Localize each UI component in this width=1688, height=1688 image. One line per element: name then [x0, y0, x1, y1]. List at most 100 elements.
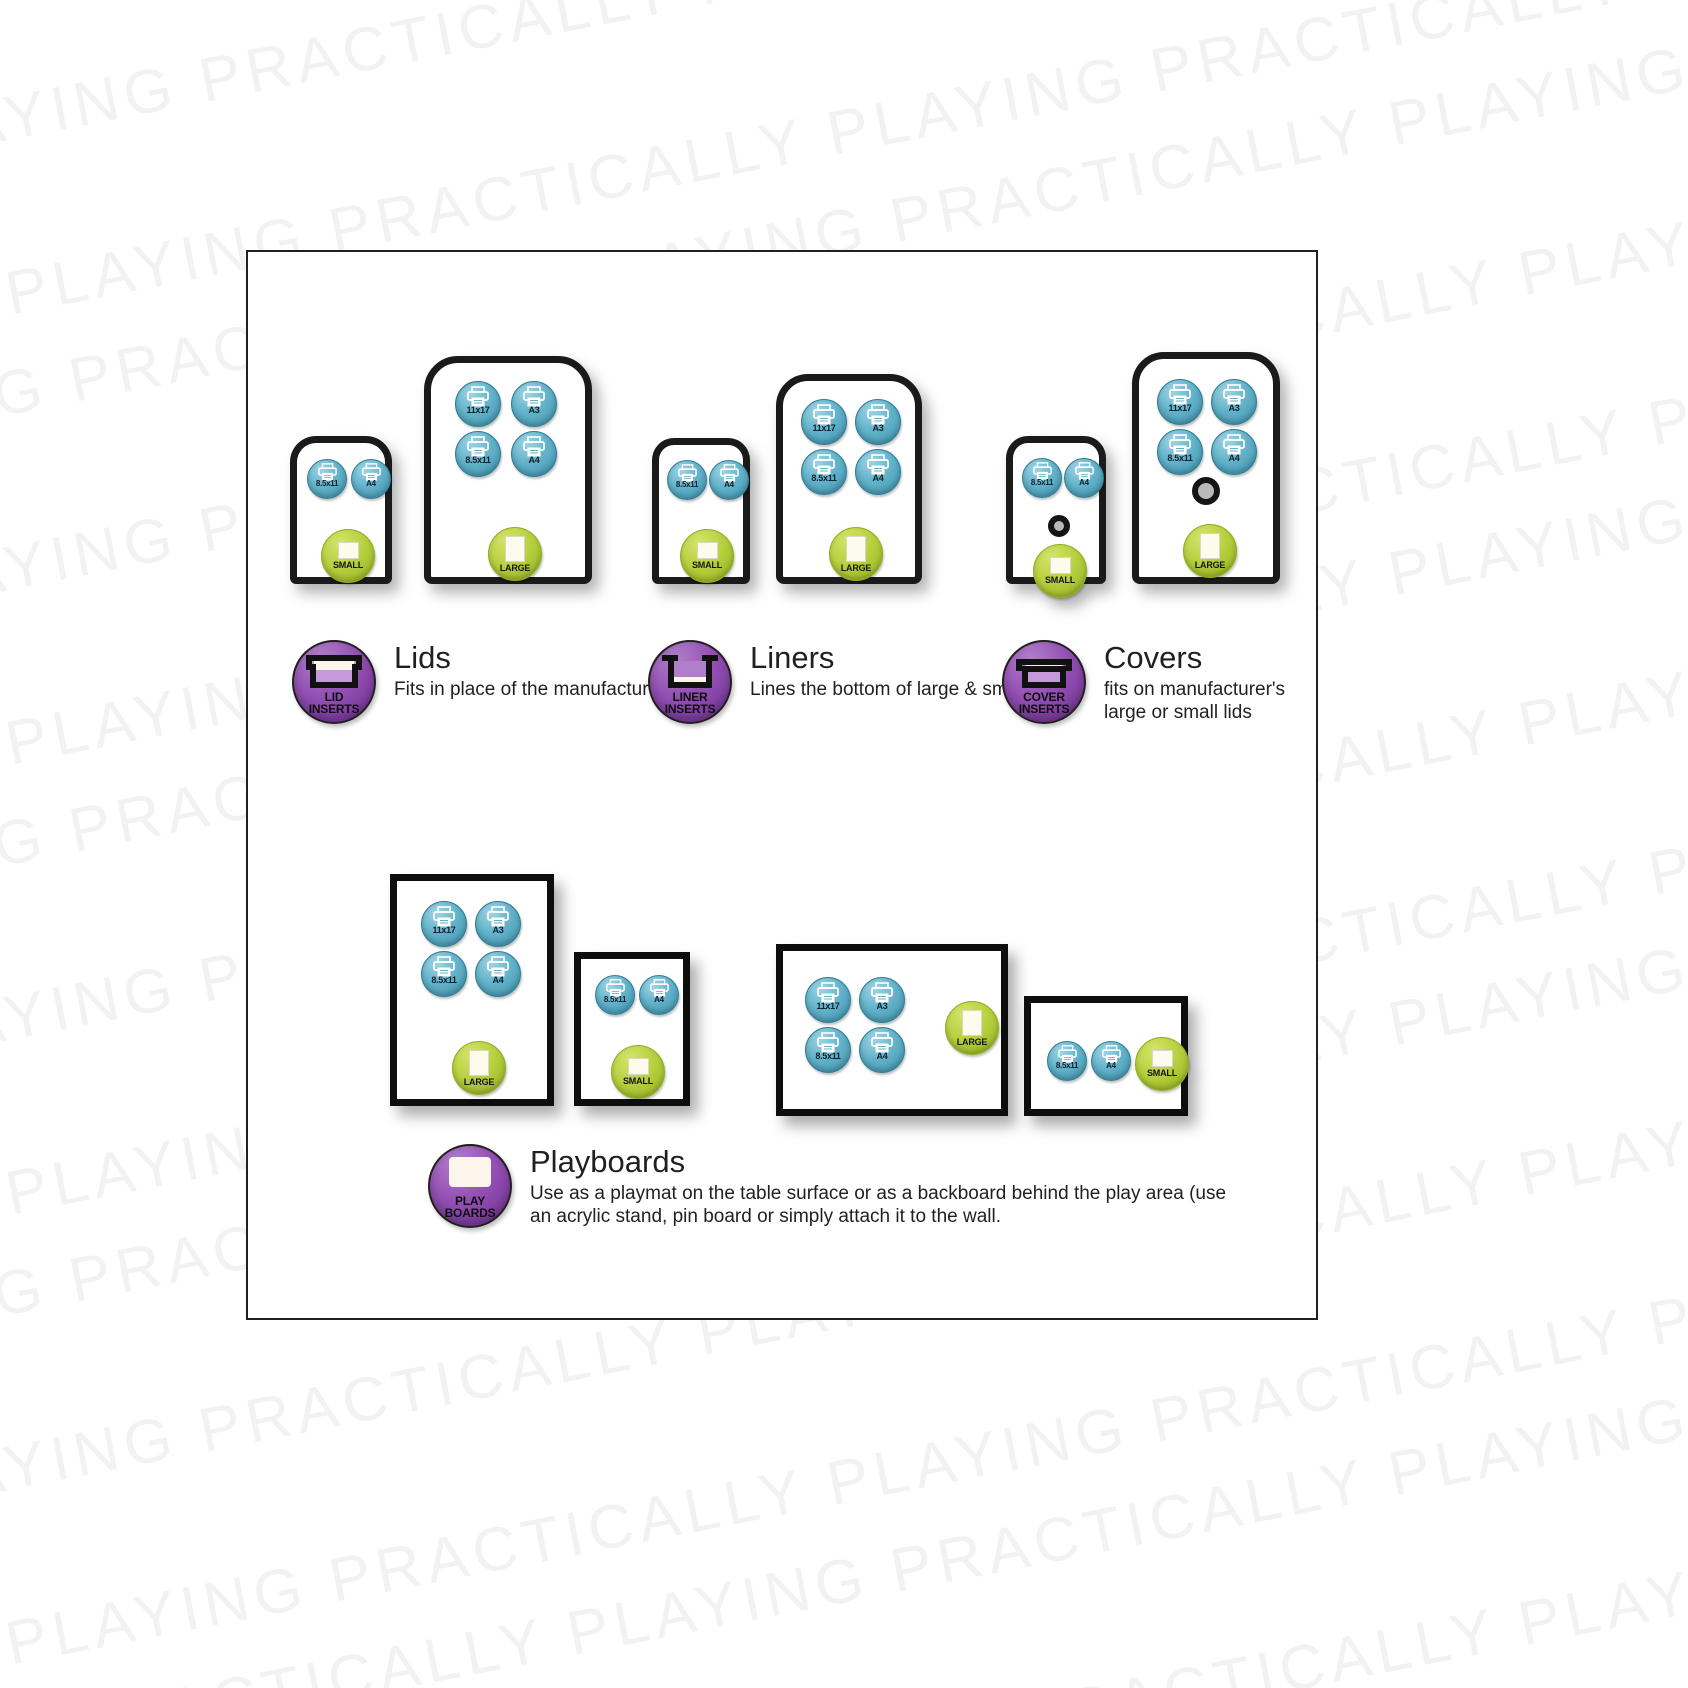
- chip-a4: A4: [1091, 1041, 1131, 1081]
- legend-text: Playboards Use as a playmat on the table…: [530, 1144, 1230, 1229]
- watermark-text: PLAYING PRACTICALLY PLAYING PRACTICALLY …: [0, 0, 1688, 180]
- chip-label: A4: [872, 473, 884, 483]
- printer-icon: [871, 1032, 893, 1053]
- printer-icon: [1223, 384, 1245, 405]
- printer-icon: [649, 979, 669, 997]
- size-label: SMALL: [333, 560, 363, 570]
- lid-insert-icon: [306, 655, 362, 698]
- paper-icon: [505, 535, 525, 562]
- chip-a4: A4: [709, 460, 749, 500]
- lid-inserts-badge: LID INSERTS: [292, 640, 376, 724]
- cover-inserts-badge: COVER INSERTS: [1002, 640, 1086, 724]
- printer-icon: [523, 436, 545, 457]
- paper-icon: [469, 1049, 489, 1076]
- printer-icon: [1101, 1045, 1121, 1063]
- chip-label: 8.5x11: [675, 480, 699, 489]
- legend-desc: fits on manufacturer's large or small li…: [1104, 678, 1286, 724]
- printer-icon: [467, 386, 489, 407]
- badge-label-line1: LID: [324, 690, 344, 704]
- printer-icon: [1057, 1045, 1077, 1063]
- size-badge-large: LARGE: [945, 1001, 999, 1055]
- handle-hole: [1048, 515, 1070, 537]
- chip-label: A4: [492, 975, 504, 985]
- printer-icon: [719, 464, 739, 482]
- chip-label: A4: [528, 455, 540, 465]
- playboard-portrait-large: 11x17 A3 8.5x11 A4 LARGE: [390, 874, 554, 1106]
- printer-icon: [813, 454, 835, 475]
- paper-icon: [627, 1058, 649, 1075]
- legend-desc: Lines the bottom of large & small bins: [750, 678, 1067, 700]
- paper-icon: [1200, 532, 1220, 559]
- printer-icon: [605, 979, 625, 997]
- legend-title: Playboards: [530, 1144, 686, 1179]
- chip-letter: 8.5x11: [1047, 1041, 1087, 1081]
- printer-icon: [317, 463, 337, 481]
- chip-label: 8.5x11: [431, 975, 457, 985]
- chip-label: 11x17: [432, 925, 456, 935]
- chip-label: 8.5x11: [1055, 1061, 1079, 1070]
- badge-label-line1: LINER: [672, 690, 708, 704]
- chip-label: 11x17: [1168, 403, 1192, 413]
- lid-small-bin: 8.5x11 A4 SMALL: [290, 436, 392, 584]
- liner-inserts-badge: LINER INSERTS: [648, 640, 732, 724]
- printer-icon: [817, 1032, 839, 1053]
- size-badge-small: SMALL: [680, 529, 734, 583]
- chip-label: 8.5x11: [811, 473, 837, 483]
- chip-label: A4: [1106, 1061, 1116, 1070]
- handle-hole: [1192, 477, 1220, 505]
- printer-icon: [1032, 462, 1052, 480]
- chip-label: 8.5x11: [1167, 453, 1193, 463]
- paper-icon: [1049, 557, 1071, 574]
- chip-letter: 8.5x11: [595, 975, 635, 1015]
- liner-large-bin: 11x17 A3 8.5x11 A4 LARGE: [776, 374, 922, 584]
- cover-insert-icon: [1016, 655, 1072, 698]
- size-label: SMALL: [1045, 575, 1075, 585]
- badge-label: LID INSERTS: [294, 691, 374, 715]
- chip-letter: 8.5x11: [455, 431, 501, 477]
- playboard-landscape-large: 11x17 A3 8.5x11 A4 LARGE: [776, 944, 1008, 1116]
- size-badge-small: SMALL: [321, 529, 375, 583]
- chip-tabloid: 11x17: [801, 399, 847, 445]
- chip-label: A3: [528, 405, 540, 415]
- size-badge-large: LARGE: [452, 1041, 506, 1095]
- playboard-portrait-small: 8.5x11 A4 SMALL: [574, 952, 690, 1106]
- badge-label: LINER INSERTS: [650, 691, 730, 715]
- chip-a4: A4: [639, 975, 679, 1015]
- legend-lids: LID INSERTS Lids Fits in place of the ma…: [292, 640, 699, 724]
- legend-text: Liners Lines the bottom of large & small…: [750, 640, 1067, 701]
- paper-icon: [962, 1009, 982, 1036]
- chip-label: 11x17: [466, 405, 490, 415]
- badge-label-line2: INSERTS: [664, 702, 716, 716]
- size-badge-large: LARGE: [1183, 524, 1237, 578]
- chip-a4: A4: [511, 431, 557, 477]
- legend-playboards: PLAY BOARDS Playboards Use as a playmat …: [428, 1144, 1230, 1229]
- legend-desc: Fits in place of the manufacturers lid: [394, 678, 700, 700]
- paper-icon: [696, 542, 718, 559]
- chip-letter: 8.5x11: [421, 951, 467, 997]
- lid-large-bin: 11x17 A3 8.5x11 A4 LARGE: [424, 356, 592, 584]
- size-badge-small: SMALL: [1033, 544, 1087, 598]
- chip-label: A4: [1228, 453, 1240, 463]
- chip-label: A3: [876, 1001, 888, 1011]
- size-label: LARGE: [840, 562, 872, 573]
- printer-icon: [1223, 434, 1245, 455]
- liner-small-bin: 8.5x11 A4 SMALL: [652, 438, 750, 584]
- chip-a4: A4: [855, 449, 901, 495]
- chip-letter: 8.5x11: [1022, 458, 1062, 498]
- chip-label: 8.5x11: [603, 995, 627, 1004]
- chip-a4: A4: [351, 459, 391, 499]
- printer-icon: [867, 404, 889, 425]
- watermark-text: PLAYING PRACTICALLY PLAYING PRACTICALLY …: [0, 0, 1688, 30]
- legend-liners: LINER INSERTS Liners Lines the bottom of…: [648, 640, 1067, 724]
- size-badge-small: SMALL: [611, 1045, 665, 1099]
- chip-a3: A3: [475, 901, 521, 947]
- chip-label: 8.5x11: [465, 455, 491, 465]
- size-label: LARGE: [463, 1076, 495, 1087]
- chip-label: A4: [366, 479, 376, 488]
- badge-label: COVER INSERTS: [1004, 691, 1084, 715]
- chip-label: A3: [872, 423, 884, 433]
- legend-title: Liners: [750, 640, 835, 675]
- legend-title: Lids: [394, 640, 451, 675]
- chip-label: A3: [492, 925, 504, 935]
- chip-a4: A4: [1064, 458, 1104, 498]
